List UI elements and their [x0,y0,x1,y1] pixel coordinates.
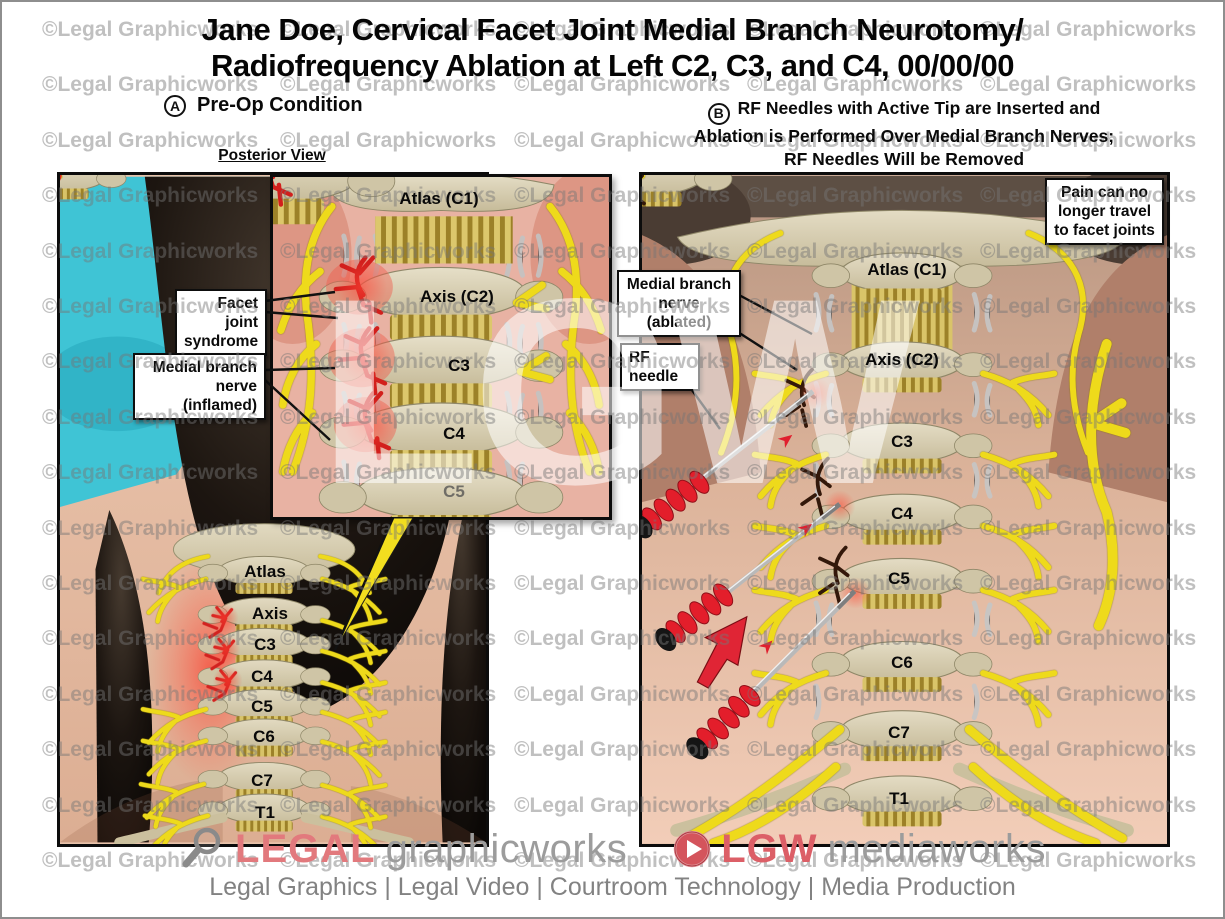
panel-a-label-atlas: Atlas [244,562,286,581]
callout-facet-joint-syndrome: Facet joint syndrome [175,289,267,356]
panel-b-label-c7: C7 [888,723,910,742]
inset-label-atlas-c1: Atlas (C1) [399,189,479,208]
panel-a-label-axis: Axis [252,604,288,623]
callout-medial-branch-inflamed: Medial branch nerve (inflamed) [133,353,266,420]
callout-rf-needle: RF needle [620,343,700,391]
panel-a-letter-badge: A [164,94,186,117]
brand-mediaworks: mediaworks [827,826,1046,871]
posterior-view-label: Posterior View [218,147,326,164]
callout-medial-branch-ablated: Medial branch nerve (ablated) [617,270,741,337]
panel-a-label-t1: T1 [255,803,275,822]
brand-graphicworks: graphicworks [385,826,628,871]
panel-b-label-axis-c2: Axis (C2) [865,350,939,369]
panel-a-label-c4: C4 [251,667,273,686]
panel-a-label-c5: C5 [251,697,273,716]
panel-a-label-c6: C6 [253,727,275,746]
panel-a-label-c3: C3 [254,635,276,654]
play-icon [673,830,711,868]
page-title-line2: Radiofrequency Ablation at Left C2, C3, … [211,48,1014,83]
inset-label-axis-c2: Axis (C2) [420,287,494,306]
brand-lgw: LGW [721,826,818,871]
brand-legal: LEGAL [235,826,376,871]
panel-b-label-c5: C5 [888,569,910,588]
panel-a-heading-text: Pre-Op Condition [197,94,363,116]
footer-tagline: Legal Graphics | Legal Video | Courtroom… [209,873,1016,901]
panel-b-heading-line3: RF Needles Will be Removed [783,148,1025,169]
panel-b-label-c6: C6 [891,653,913,672]
panel-b-label-c4: C4 [891,504,913,523]
magnifier-icon [182,827,221,868]
page-title-line1: Jane Doe, Cervical Facet Joint Medial Br… [201,12,1024,47]
panel-b-letter-badge: B [707,102,730,125]
footer-brand-row: LEGAL graphicworks LGW mediaworks [2,826,1223,872]
note-pain-no-longer-travel: Pain can no longer travel to facet joint… [1045,178,1164,245]
inset-label-c5: C5 [443,482,465,501]
inset-label-c3: C3 [448,356,470,375]
panel-a-label-c7: C7 [251,771,273,790]
page-title: Jane Doe, Cervical Facet Joint Medial Br… [2,12,1223,84]
panel-b-label-atlas-c1: Atlas (C1) [867,260,947,279]
panel-b-label-c3: C3 [891,432,913,451]
panel-b-heading-line2: Ablation is Performed Over Medial Branch… [693,125,1115,146]
panel-b-label-t1: T1 [889,789,909,808]
panel-a-heading: A Pre-Op Condition [164,94,363,117]
panel-a-inset [270,174,612,520]
panel-b-figure [639,172,1170,847]
inset-label-c4: C4 [443,424,465,443]
panel-a-inset-illustration [273,177,609,517]
